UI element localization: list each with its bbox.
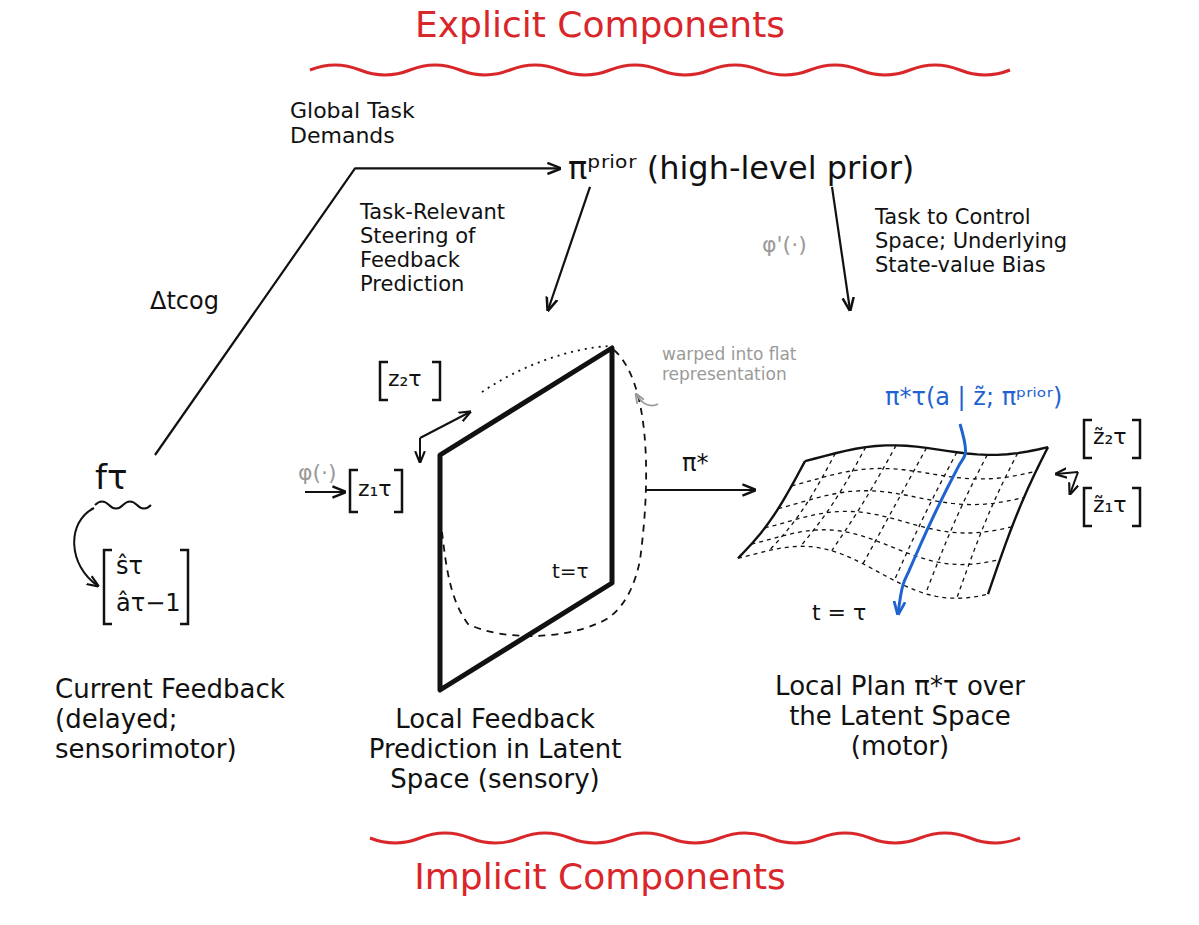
latent-plane <box>440 348 612 690</box>
axis-arrow <box>420 412 470 438</box>
surface-grid <box>863 448 927 564</box>
surface-grid <box>801 447 866 546</box>
label-holder: âτ−1 <box>116 590 181 618</box>
label-holder: z̃₁τ <box>1093 492 1127 517</box>
annotation: Implicit Components <box>300 856 900 897</box>
edge-label-holder: φ(·) <box>298 460 337 485</box>
vector-bracket <box>350 470 358 512</box>
vector-bracket <box>380 362 388 400</box>
connector <box>548 187 590 310</box>
annotation: âτ−1 <box>116 590 181 618</box>
concept-node: Local Plan π*τ over the Latent Space (mo… <box>755 310 1085 762</box>
annotation: ŝτ <box>116 553 143 581</box>
axis-arrow <box>1056 472 1078 474</box>
plan-trajectory <box>898 424 966 614</box>
annotation: warped into flat representation <box>662 345 812 384</box>
vector-bracket <box>1132 420 1140 458</box>
edge-label: φ(·) <box>298 460 337 485</box>
wavy-overline <box>370 833 1020 843</box>
node-text: πᵖʳⁱᵒʳ (high-level prior) <box>568 150 1120 187</box>
surface-grid <box>957 453 1018 598</box>
vector-bracket <box>1084 420 1092 458</box>
node-text: Local Feedback Prediction in Latent Spac… <box>345 705 645 795</box>
label-holder: z̃₂τ <box>1093 424 1127 449</box>
surface-grid <box>926 455 988 594</box>
edge-label: Task-Relevant Steering of Feedback Predi… <box>360 200 540 297</box>
edge-label: Δtcog <box>150 288 219 316</box>
node-text: Current Feedback (delayed; sensorimotor) <box>55 675 305 765</box>
edge-label: Task to Control Space; Underlying State-… <box>875 205 1105 277</box>
surface-grid <box>792 468 1036 485</box>
annotation: φ'(·) <box>762 232 807 257</box>
surface-grid <box>988 447 1048 594</box>
edge-label-holder: Task-Relevant Steering of Feedback Predi… <box>360 200 540 297</box>
label-holder: t=τ <box>552 560 589 583</box>
label-holder: ŝτ <box>116 553 143 581</box>
annotation: Global Task Demands <box>290 98 480 149</box>
vector-bracket <box>104 550 112 624</box>
edge-label-holder: Δtcog <box>150 288 219 316</box>
edge-label: π* <box>682 450 708 478</box>
annotation: z₁τ <box>358 476 392 501</box>
vector-bracket <box>1132 488 1140 526</box>
surface-grid <box>832 445 896 550</box>
node-text: Local Plan π*τ over the Latent Space (mo… <box>755 672 1045 762</box>
surface-grid <box>738 546 988 598</box>
connector <box>305 491 345 493</box>
label-holder: φ'(·) <box>762 232 807 257</box>
node-text: fτ <box>95 458 305 497</box>
connector <box>832 187 850 310</box>
annotation: π*τ(a | z̃; πᵖʳⁱᵒʳ) <box>885 384 1062 412</box>
surface-grid <box>894 452 957 580</box>
surface-grid <box>778 491 1024 509</box>
node-shape <box>755 310 1085 620</box>
concept-node: πᵖʳⁱᵒʳ (high-level prior) <box>560 150 1120 187</box>
warped-outline <box>482 346 610 392</box>
annotation: Explicit Components <box>300 4 900 45</box>
annotation: t=τ <box>552 560 589 583</box>
label-holder: z₁τ <box>358 476 392 501</box>
label-holder: Explicit Components <box>300 4 900 45</box>
axis-arrow <box>419 438 421 462</box>
edge-label-holder: π* <box>682 450 708 478</box>
edge-label-holder: Task to Control Space; Underlying State-… <box>875 205 1105 277</box>
surface-grid <box>738 461 805 558</box>
annotation: z̃₂τ <box>1093 424 1127 449</box>
curved-arrow <box>74 508 98 586</box>
label-holder: t = τ <box>812 600 866 625</box>
label-holder: warped into flat representation <box>662 345 812 384</box>
label-holder: Implicit Components <box>300 856 900 897</box>
annotation: t = τ <box>812 600 866 625</box>
surface-grid <box>805 445 1048 461</box>
connector <box>645 489 755 491</box>
label-holder: Global Task Demands <box>290 98 480 149</box>
vector-bracket <box>394 470 402 512</box>
surface-grid <box>765 511 1012 533</box>
label-holder: π*τ(a | z̃; πᵖʳⁱᵒʳ) <box>885 384 1062 412</box>
annotation: z̃₁τ <box>1093 492 1127 517</box>
annotation: z₂τ <box>388 366 422 391</box>
wavy-underline <box>310 65 1010 75</box>
warp-pointer <box>636 394 658 406</box>
label-holder: z₂τ <box>388 366 422 391</box>
vector-bracket <box>180 550 188 624</box>
vector-bracket <box>432 362 440 400</box>
squiggle <box>95 502 151 509</box>
axis-arrow <box>1070 472 1078 494</box>
vector-bracket <box>1084 488 1092 526</box>
